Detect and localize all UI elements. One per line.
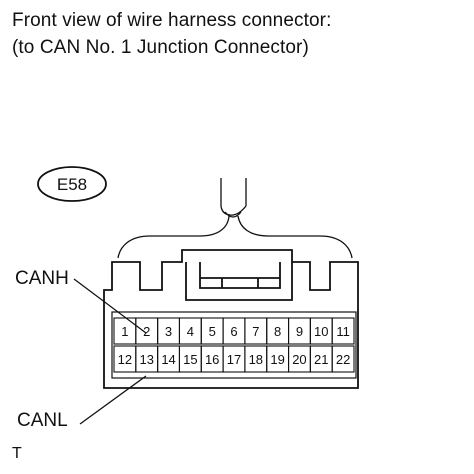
pin-number: 17	[227, 352, 241, 367]
pin-cell	[331, 317, 355, 345]
pin-number: 8	[274, 324, 281, 339]
pin-number: 4	[187, 324, 194, 339]
pin-number: 7	[252, 324, 259, 339]
pin-number: 20	[292, 352, 306, 367]
pin-number: 11	[336, 324, 350, 339]
pin-number: 14	[161, 352, 175, 367]
pin-number: 18	[249, 352, 263, 367]
wire-bundle	[117, 178, 353, 259]
pin-number: 5	[209, 324, 216, 339]
canh-leader	[73, 278, 147, 334]
pin-number: 3	[165, 324, 172, 339]
connector-housing	[103, 249, 359, 389]
leader-lines	[73, 278, 147, 425]
canl-label: CANL	[17, 410, 68, 431]
footer-mark: T	[12, 445, 22, 462]
connector-id-badge: E58	[37, 166, 107, 202]
pin-number: 6	[230, 324, 237, 339]
caption-line-2: (to CAN No. 1 Junction Connector)	[12, 37, 309, 58]
pin-number: 13	[139, 352, 153, 367]
pin-number: 10	[314, 324, 328, 339]
pin-number: 21	[314, 352, 328, 367]
pin-number: 16	[205, 352, 219, 367]
pin-number: 2	[143, 324, 150, 339]
pin-number: 1	[121, 324, 128, 339]
pin-number: 9	[296, 324, 303, 339]
pin-number: 12	[118, 352, 132, 367]
canl-leader	[79, 375, 147, 425]
pin-number: 22	[336, 352, 350, 367]
caption-line-1: Front view of wire harness connector:	[12, 10, 332, 31]
canh-label: CANH	[15, 268, 69, 289]
connector-id: E58	[57, 175, 87, 194]
pin-number: 15	[183, 352, 197, 367]
pin-number: 19	[270, 352, 284, 367]
pin-cell	[331, 345, 355, 373]
